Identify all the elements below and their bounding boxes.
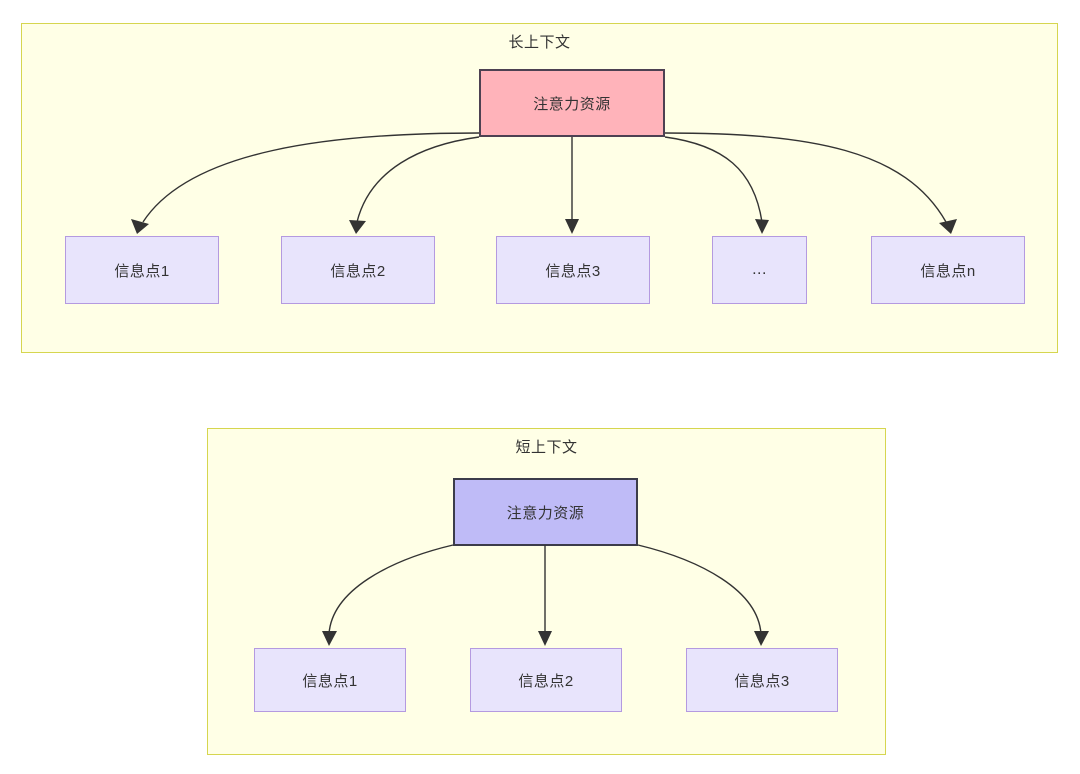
node-info-point-short-2[interactable]: 信息点2	[470, 648, 622, 712]
node-info-point-long-n[interactable]: 信息点n	[871, 236, 1025, 304]
node-info-point-short-3[interactable]: 信息点3	[686, 648, 838, 712]
node-info-point-short-1[interactable]: 信息点1	[254, 648, 406, 712]
node-info-point-long-3[interactable]: 信息点3	[496, 236, 650, 304]
node-info-point-long-1[interactable]: 信息点1	[65, 236, 219, 304]
node-info-point-long-ellipsis[interactable]: ...	[712, 236, 807, 304]
node-attention-resource-long[interactable]: 注意力资源	[479, 69, 665, 137]
node-attention-resource-short[interactable]: 注意力资源	[453, 478, 638, 546]
node-info-point-long-2[interactable]: 信息点2	[281, 236, 435, 304]
group-long-context-title: 长上下文	[508, 34, 571, 51]
group-short-context-title: 短上下文	[515, 439, 578, 456]
